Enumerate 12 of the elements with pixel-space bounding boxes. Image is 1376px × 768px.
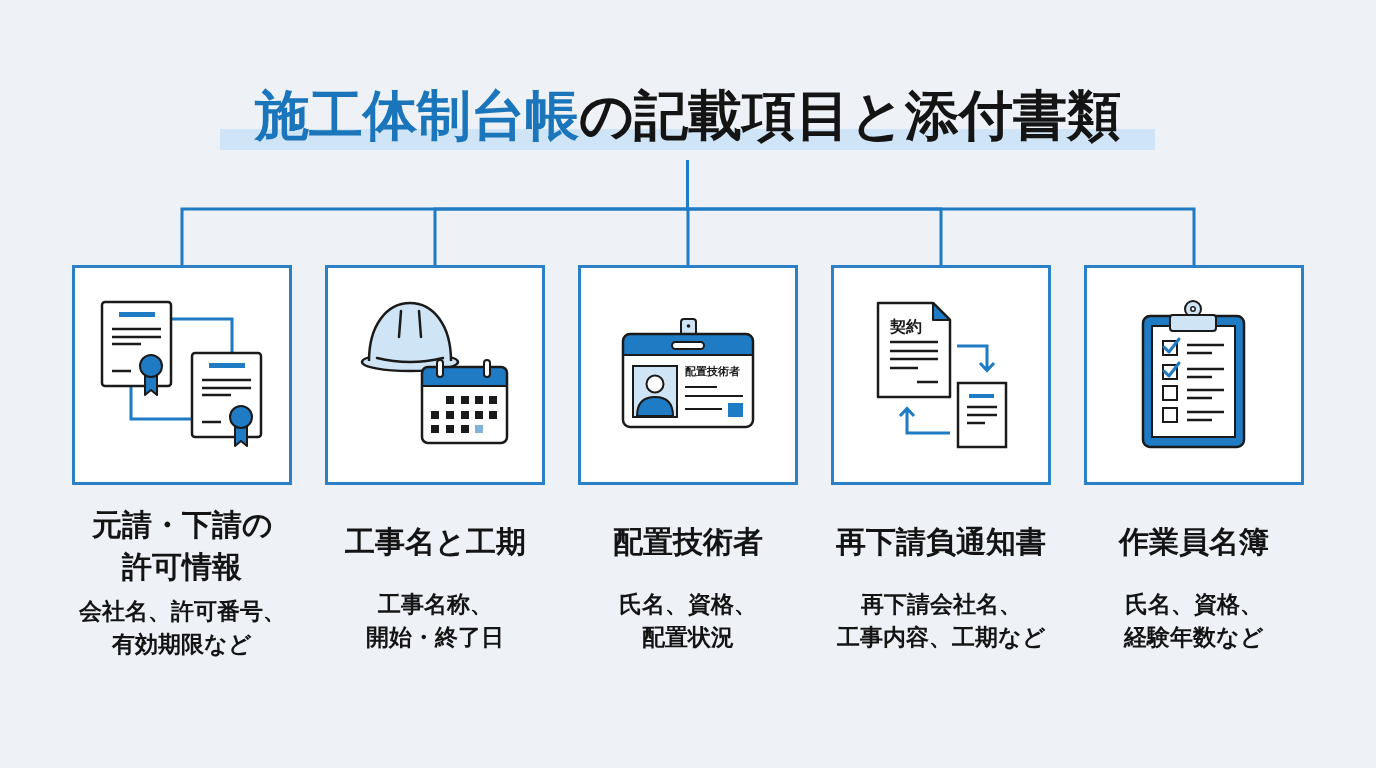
heading-text: 元請・下請の許可情報 bbox=[91, 506, 273, 586]
description-text: 工事名称、開始・終了日 bbox=[366, 590, 504, 652]
heading-text: 作業員名簿 bbox=[1119, 523, 1269, 561]
description-text: 再下請会社名、工事内容、工期など bbox=[836, 590, 1046, 652]
heading-text: 配置技術者 bbox=[613, 523, 763, 561]
document-text: 契約 bbox=[890, 317, 922, 337]
description-text: 会社名、許可番号、有効期限など bbox=[78, 597, 286, 659]
heading-text: 工事名と工期 bbox=[344, 523, 526, 561]
description-text: 氏名、資格、配置状況 bbox=[619, 590, 757, 652]
description-text: 氏名、資格、経験年数など bbox=[1124, 590, 1264, 652]
heading-text: 再下請負通知書 bbox=[836, 523, 1046, 561]
badge-text: 配置技術者 bbox=[685, 365, 740, 379]
